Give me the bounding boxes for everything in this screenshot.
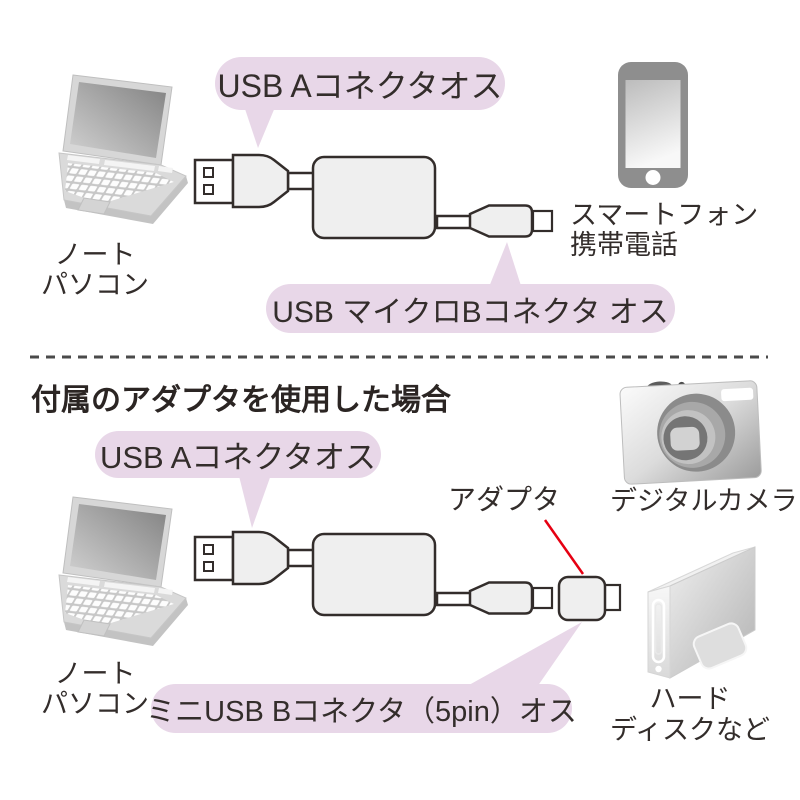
callout-usb-a-connector-top: USB Aコネクタオス (215, 57, 505, 110)
adapter-pointer-line (543, 519, 585, 575)
callout-usb-a-connector-bottom-text: USB Aコネクタオス (99, 440, 377, 475)
callout-micro-b-connector: USB マイクロBコネクタ オス (266, 284, 675, 333)
callout-tail-mini-b (460, 622, 582, 690)
callout-usb-a-connector-top-text: USB Aコネクタオス (217, 67, 503, 104)
usb-extension-cable-diagram (193, 530, 554, 617)
callout-tail-usb-a-top (242, 100, 278, 148)
mini-b-adapter-diagram (557, 575, 622, 622)
hard-disk-label: ハード ディスクなど (608, 684, 772, 746)
smartphone-label: スマートフォン 携帯電話 (570, 200, 758, 260)
callout-mini-b-connector-text: ミニUSB Bコネクタ（5pin）オス (146, 695, 577, 728)
usb-extension-cable-diagram (193, 153, 554, 240)
laptop-label-top-line2: パソコン (41, 270, 149, 300)
hard-disk-label-line1: ハード (649, 684, 731, 714)
callout-tail-usb-a-bottom (238, 472, 272, 528)
laptop-icon (58, 74, 189, 225)
laptop-label-top-line1: ノート (54, 240, 136, 270)
section2-heading: 付属のアダプタを使用した場合 (31, 384, 451, 417)
callout-usb-a-connector-bottom: USB Aコネクタオス (95, 431, 381, 478)
laptop-label-bottom-line2: パソコン (41, 689, 149, 719)
digital-camera-label: デジタルカメラ (610, 486, 798, 516)
callout-mini-b-connector: ミニUSB Bコネクタ（5pin）オス (146, 684, 577, 733)
laptop-icon (58, 496, 189, 647)
callout-tail-micro-b (487, 242, 523, 292)
laptop-label-bottom-line1: ノート (54, 659, 136, 689)
callout-micro-b-connector-text: USB マイクロBコネクタ オス (272, 295, 669, 329)
smartphone-label-line1: スマートフォン (570, 200, 759, 230)
laptop-label-top: ノート パソコン (30, 240, 160, 300)
hard-disk-label-line2: ディスクなど (609, 715, 771, 745)
smartphone-icon (618, 62, 688, 188)
hard-disk-icon (647, 546, 756, 679)
smartphone-label-line2: 携帯電話 (570, 230, 678, 260)
adapter-label: アダプタ (448, 484, 561, 515)
laptop-label-bottom: ノート パソコン (30, 659, 160, 719)
digital-camera-icon (619, 380, 762, 485)
